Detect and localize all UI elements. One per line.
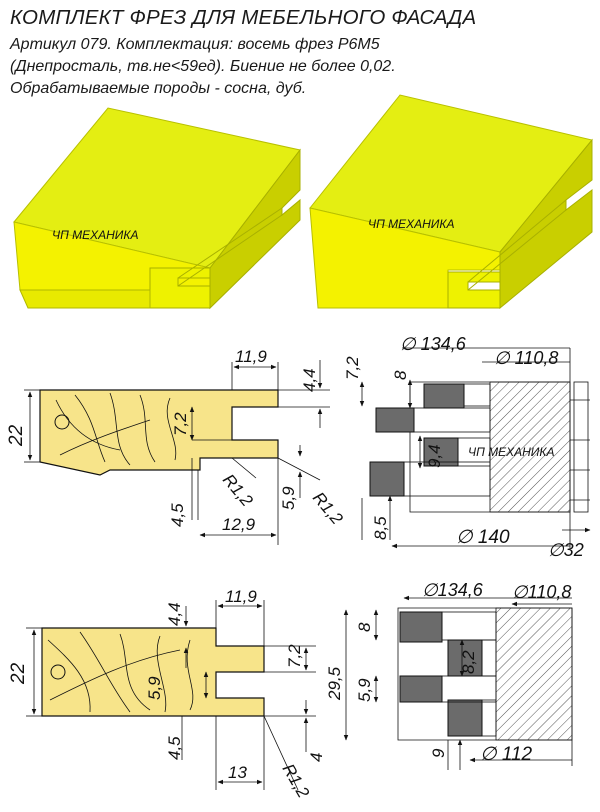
- watermark-left: ЧП МЕХАНИКА: [52, 228, 138, 242]
- dim-b-8: 8: [355, 622, 374, 632]
- dim-b-phi-134-6: ∅134,6: [422, 580, 484, 600]
- cutter-top-dims: ∅ 134,6 ∅ 110,8 7,2 8 9,4 ЧП МЕХАНИКА 8,…: [343, 334, 584, 560]
- dim-b-7-2: 7,2: [285, 644, 304, 668]
- dim-phi-32: ∅32: [548, 540, 584, 560]
- dim-b-4-4: 4,4: [165, 602, 184, 626]
- spec-line-wood: Обрабатываемые породы - сосна, дуб.: [10, 80, 307, 97]
- dim-r1-2-b: R1,2: [309, 488, 347, 528]
- cutter-drawing-bottom: [343, 595, 573, 770]
- dim-r1-2-a: R1,2: [219, 470, 257, 510]
- dim-b-4-5: 4,5: [165, 736, 184, 760]
- dim-b-9: 9: [429, 748, 448, 758]
- cutter-bottom-dims: ∅134,6 ∅110,8 8 29,5 5,9 8,2 9 ∅ 112: [325, 580, 571, 765]
- profile-bottom-dims: 4,4 11,9 7,2 22 5,9 4,5 4 13 R1,2: [8, 587, 326, 802]
- dim-b-8-2: 8,2: [459, 650, 478, 674]
- dim-b-5-9-a: 5,9: [145, 676, 164, 700]
- dim-b-13: 13: [228, 763, 247, 782]
- dim-12-9: 12,9: [222, 515, 256, 534]
- dim-5-9: 5,9: [279, 486, 298, 510]
- dim-b-22: 22: [8, 662, 29, 685]
- dim-b-phi-112: ∅ 112: [480, 744, 533, 765]
- page-title: КОМПЛЕКТ ФРЕЗ ДЛЯ МЕБЕЛЬНОГО ФАСАДА: [10, 6, 477, 29]
- dim-b-11-9: 11,9: [225, 587, 257, 606]
- watermark-right: ЧП МЕХАНИКА: [368, 217, 454, 231]
- dim-4-4: 4,4: [300, 368, 319, 392]
- dim-b-phi-110-8: ∅110,8: [512, 582, 571, 602]
- cutter-drawing-top: [359, 347, 591, 550]
- dim-11-9: 11,9: [235, 347, 267, 366]
- dim-b-r1-2: R1,2: [279, 761, 314, 802]
- dim-7-2-cutter: 7,2: [343, 356, 362, 380]
- dim-b-29-5: 29,5: [325, 666, 344, 701]
- profile-drawing-bottom: [26, 600, 316, 791]
- dim-8-5: 8,5: [371, 516, 390, 540]
- spec-line-article: Артикул 079. Комплектация: восемь фрез Р…: [10, 36, 380, 53]
- dim-phi-140: ∅ 140: [456, 527, 510, 548]
- block-3d-groove: ЧП МЕХАНИКА: [13, 107, 301, 310]
- dim-8: 8: [391, 370, 410, 380]
- dim-22: 22: [6, 424, 27, 447]
- dim-b-5-9-b: 5,9: [355, 678, 374, 702]
- dim-4-5: 4,5: [168, 503, 187, 527]
- spec-line-material: (Днепросталь, тв.не<59ед). Биение не бол…: [10, 58, 396, 75]
- dim-phi-134-6: ∅ 134,6: [400, 334, 467, 354]
- dim-7-2-inner: 7,2: [171, 412, 190, 436]
- dim-b-4: 4: [307, 753, 326, 762]
- dim-9-4: 9,4: [425, 444, 444, 468]
- watermark-drawing: ЧП МЕХАНИКА: [468, 445, 554, 459]
- profile-drawing-top: [24, 360, 330, 545]
- block-3d-tongue: ЧП МЕХАНИКА: [309, 94, 593, 310]
- dim-phi-110-8: ∅ 110,8: [494, 348, 558, 368]
